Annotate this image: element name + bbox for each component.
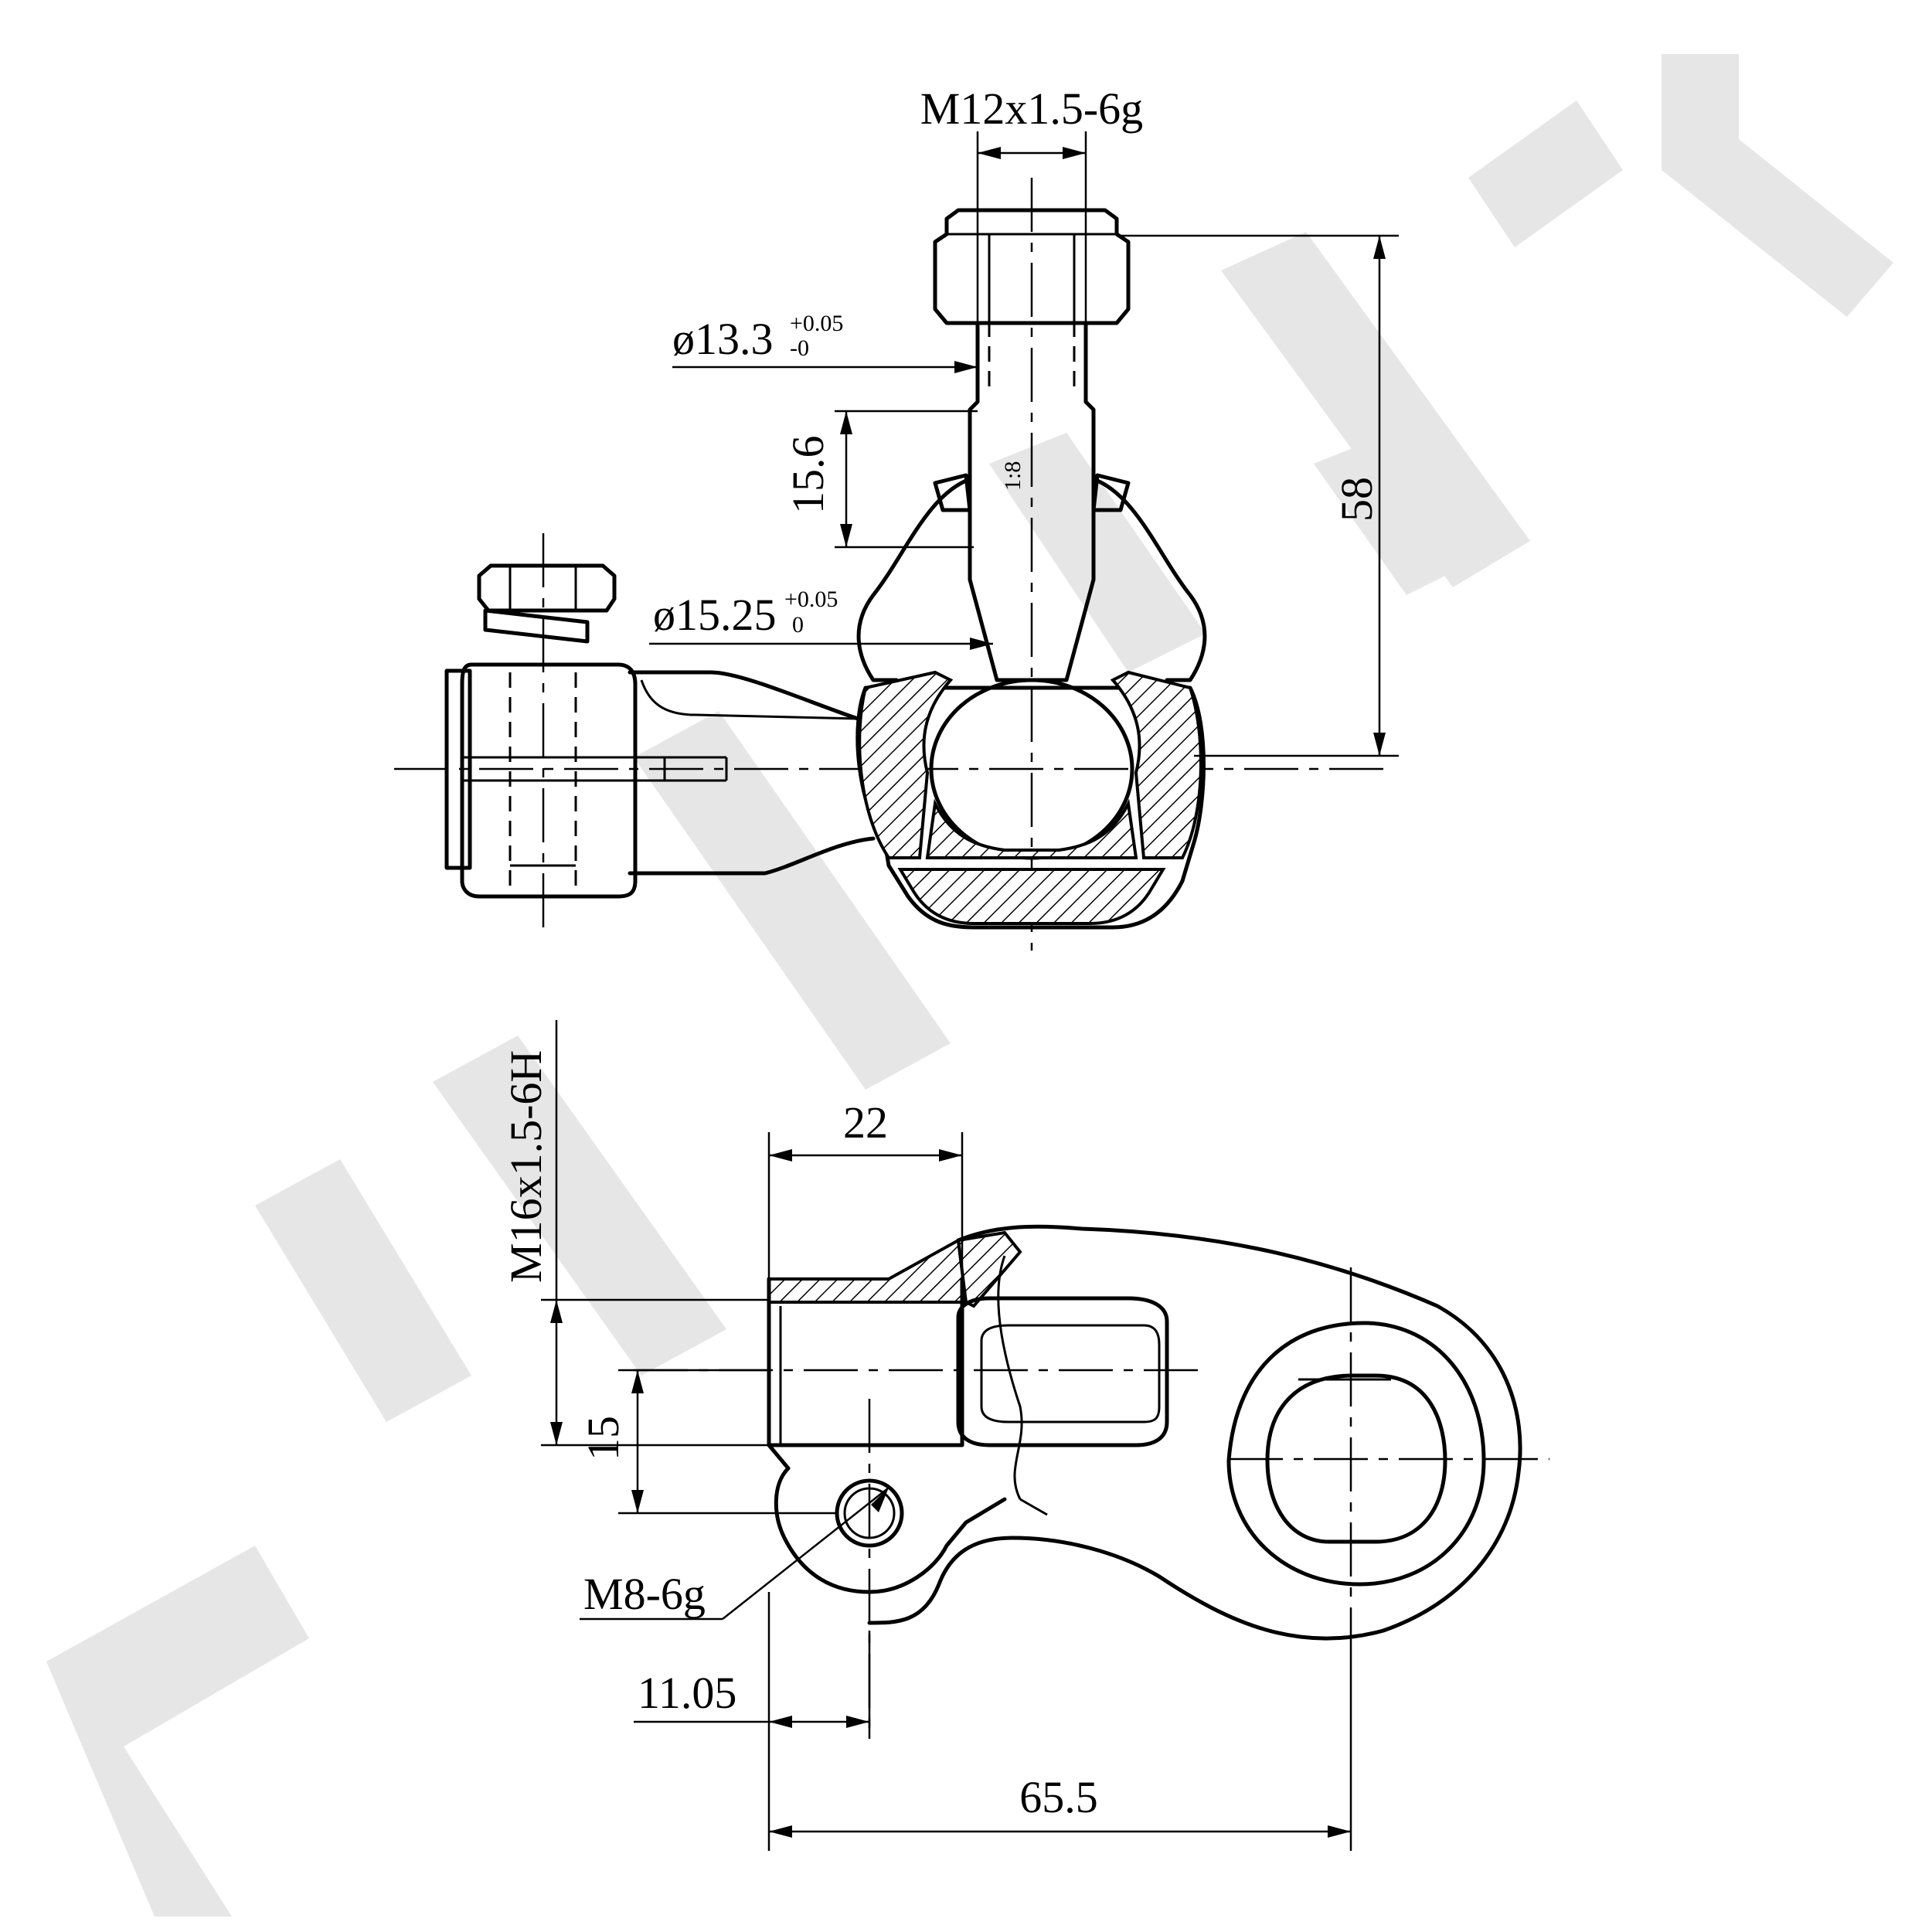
dim-total-height: 58 <box>1332 477 1382 522</box>
dim-clamp-offset: 15 <box>578 1416 628 1461</box>
watermark-logo <box>46 54 1893 1917</box>
dim-lower-diameter-tol-minus: 0 <box>792 612 804 638</box>
top-view <box>394 178 1391 951</box>
arm-outline <box>867 1224 1522 1641</box>
clamp-block <box>460 662 638 899</box>
housing-section-right <box>1110 670 1202 859</box>
clamp-slot <box>956 1296 1169 1447</box>
clamp-ear <box>767 1443 1007 1594</box>
dim-lower-diameter-tol-plus: +0.05 <box>784 587 838 612</box>
housing-section-left <box>858 670 954 859</box>
bottom-dimensions: M16x1.5-6H 22 15 M8-6g 11.05 65.5 <box>501 1020 1352 1851</box>
dim-total-length: 65.5 <box>1019 1772 1098 1822</box>
dim-upper-diameter: ø13.3 <box>672 314 774 364</box>
bottom-view <box>634 1224 1549 1731</box>
bottom-cover <box>897 868 1166 925</box>
dim-lower-diameter: ø15.25 <box>653 590 777 640</box>
eye-bore <box>1265 1373 1447 1544</box>
top-dimensions: M12x1.5-6g ø13.3 +0.05 -0 ø15.25 +0.05 0… <box>649 83 1399 757</box>
taper-ratio: 1:8 <box>1000 461 1026 491</box>
dim-clamp-thread: M8-6g <box>583 1569 706 1619</box>
threaded-tube <box>767 1277 964 1447</box>
dim-taper-height: 15.6 <box>783 436 833 515</box>
dim-upper-diameter-tol-plus: +0.05 <box>790 311 843 336</box>
dust-boot <box>856 477 1207 682</box>
clamp-flange <box>444 668 472 870</box>
dim-bore-thread: M16x1.5-6H <box>501 1050 551 1283</box>
dim-thread-length: 22 <box>843 1097 888 1148</box>
dim-clamp-center: 11.05 <box>638 1668 736 1718</box>
arm-neck <box>628 670 876 876</box>
bearing-seat <box>925 798 1138 859</box>
clamp-bolt-head <box>477 563 617 613</box>
tube-wall-section <box>767 1237 968 1304</box>
dim-bolt-thread: M12x1.5-6g <box>920 83 1143 134</box>
dim-upper-diameter-tol-minus: -0 <box>790 335 809 361</box>
castle-nut <box>933 208 1131 325</box>
